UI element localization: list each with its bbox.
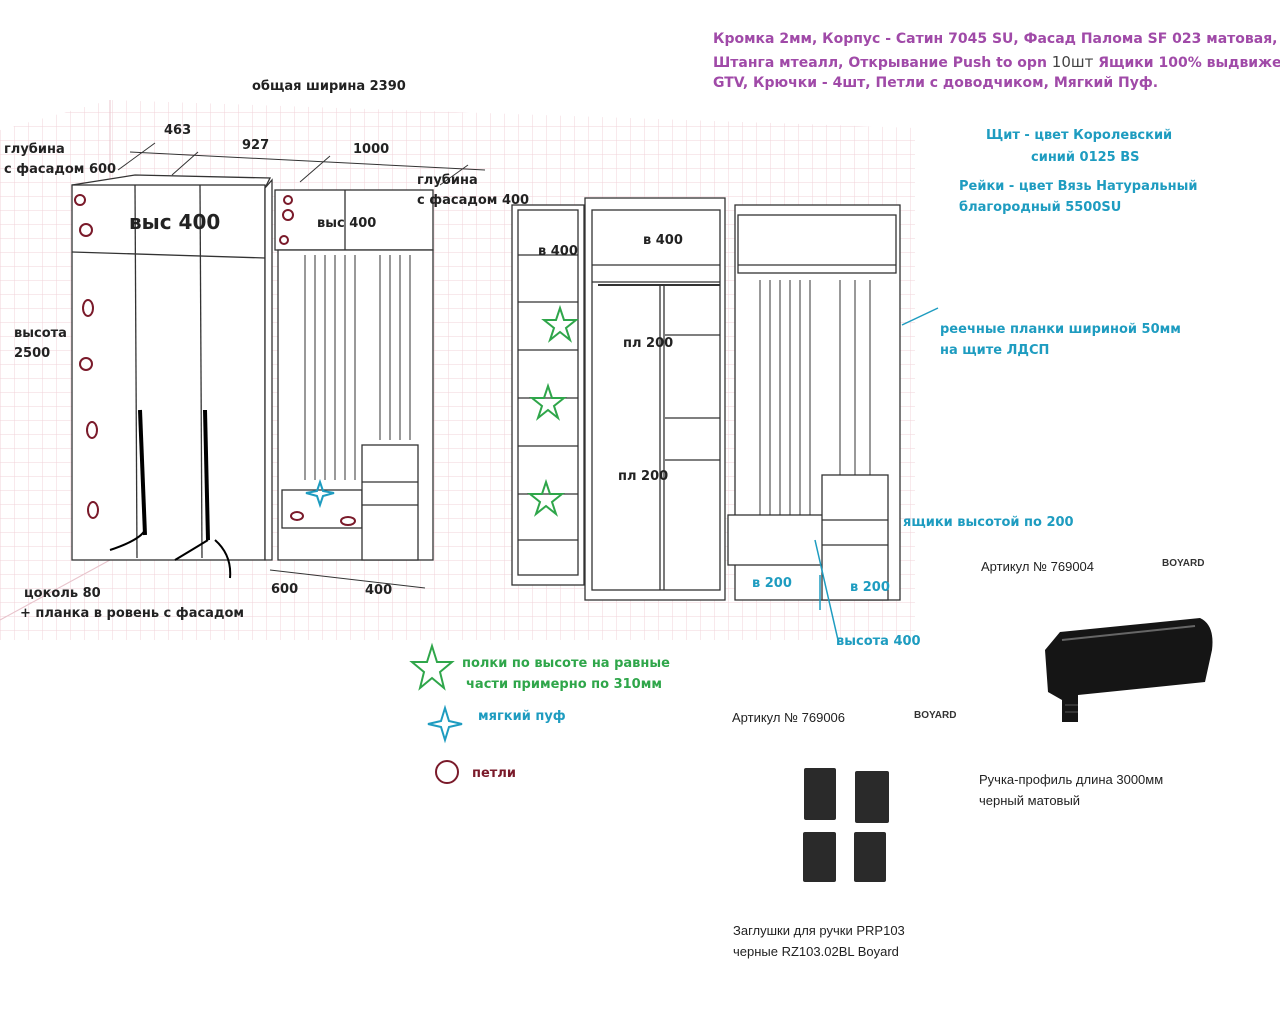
handle-profile-image bbox=[1045, 618, 1213, 722]
star-markers bbox=[409, 304, 579, 691]
rails-color-l2: благородный 5500SU bbox=[959, 200, 1122, 215]
drawers-note: ящики высотой по 200 bbox=[903, 515, 1074, 530]
legend-pouf: мягкий пуф bbox=[478, 709, 566, 724]
caps-desc-l1: Заглушки для ручки PRP103 bbox=[733, 923, 905, 938]
plinth-l1: цоколь 80 bbox=[24, 586, 101, 601]
top-big-height: выс 400 bbox=[129, 210, 221, 234]
rails-color-l1: Рейки - цвет Вязь Натуральный bbox=[959, 179, 1198, 194]
slats-note-l1: реечные планки шириной 50мм bbox=[940, 322, 1181, 337]
spec-note-line2: Штанга мтеалл, Открывание Push to opn 10… bbox=[713, 53, 1280, 73]
top-small-height: выс 400 bbox=[317, 216, 377, 231]
spec-note-line1: Кромка 2мм, Корпус - Сатин 7045 SU, Фаса… bbox=[713, 31, 1278, 47]
dimension-lines bbox=[117, 142, 486, 589]
depth-600: 600 bbox=[271, 582, 299, 597]
hinge-markers bbox=[74, 194, 459, 784]
plinth-l2: + планка в ровень с фасадом bbox=[20, 606, 244, 621]
bench-h2: в 200 bbox=[850, 580, 890, 595]
profile-desc-l1: Ручка-профиль длина 3000мм bbox=[979, 772, 1164, 787]
legend-star-l2: части примерно по 310мм bbox=[466, 677, 662, 692]
depth600-l1: глубина bbox=[4, 142, 65, 157]
bench-total: высота 400 bbox=[836, 634, 921, 649]
width-463: 463 bbox=[164, 123, 192, 138]
open-view-units bbox=[511, 197, 901, 601]
boyard-logo: BOYARD bbox=[1162, 558, 1205, 569]
width-1000: 1000 bbox=[353, 142, 390, 157]
depth-400: 400 bbox=[365, 583, 393, 598]
bench-h1: в 200 bbox=[752, 576, 792, 591]
legend-hinges: петли bbox=[472, 766, 516, 781]
shelf-1: пл 200 bbox=[623, 336, 674, 351]
teal-pointer-lines bbox=[814, 307, 939, 641]
boyard-logo-2: BOYARD bbox=[914, 710, 957, 721]
open-top2: в 400 bbox=[643, 233, 683, 248]
open-top1: в 400 bbox=[538, 244, 578, 259]
shield-color-l1: Щит - цвет Королевский bbox=[986, 128, 1173, 143]
height-l1: высота bbox=[14, 326, 67, 341]
shelf-2: пл 200 bbox=[618, 469, 669, 484]
legend-star-l1: полки по высоте на равные bbox=[462, 656, 670, 671]
spec-line2c: Ящики 100% выдвижения bbox=[1098, 55, 1280, 71]
spec-line2a: Штанга мтеалл, Открывание Push to opn bbox=[713, 55, 1047, 71]
profile-desc-l2: черный матовый bbox=[979, 793, 1081, 808]
spec-line2b: 10шт bbox=[1051, 53, 1094, 71]
total-width-label: общая ширина 2390 bbox=[252, 79, 406, 94]
end-caps-image bbox=[803, 768, 889, 882]
profile-article: Артикул № 769004 bbox=[981, 559, 1095, 574]
caps-desc-l2: черные RZ103.02BL Boyard bbox=[733, 944, 899, 959]
hallway-unit bbox=[274, 189, 434, 561]
left-wardrobe bbox=[71, 174, 273, 579]
depth400-l2: с фасадом 400 bbox=[417, 193, 530, 208]
height-l2: 2500 bbox=[14, 346, 51, 361]
shield-color-l2: синий 0125 BS bbox=[1031, 150, 1140, 165]
depth600-l2: с фасадом 600 bbox=[4, 162, 117, 177]
depth400-l1: глубина bbox=[417, 173, 478, 188]
slats-note-l2: на щите ЛДСП bbox=[940, 343, 1050, 358]
pouf-markers bbox=[305, 478, 463, 744]
caps-article: Артикул № 769006 bbox=[732, 710, 846, 725]
spec-note-line3: GTV, Крючки - 4шт, Петли с доводчиком, М… bbox=[713, 75, 1159, 91]
width-927: 927 bbox=[242, 138, 270, 153]
